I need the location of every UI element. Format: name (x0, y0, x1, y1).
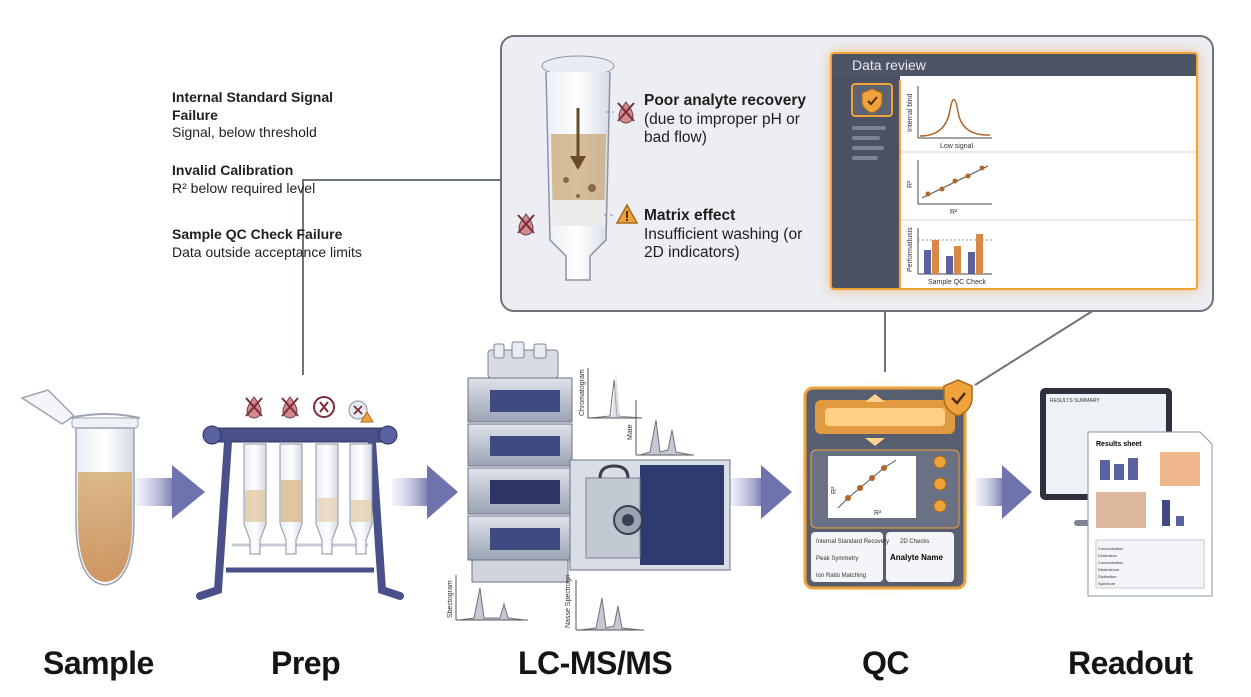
stage-label-readout: Readout (1068, 645, 1193, 681)
qc-callout-connector-b (974, 299, 1111, 386)
chromatogram-cards (455, 368, 694, 631)
stage-label-sample: Sample (43, 645, 154, 681)
issue-detail: Insufficient washing (or 2D indicators) (644, 225, 803, 262)
no-ph-icon (281, 396, 299, 419)
arrow-lcms-qc (728, 465, 792, 519)
spe-rack (196, 396, 404, 600)
issue-detail: (due to improper pH or bad flow) (644, 110, 800, 147)
stage-label-qc: QC (862, 645, 910, 681)
no-ph-icon (245, 396, 263, 419)
warning-icon (348, 400, 374, 423)
review-item-title: Invalid Calibration (172, 162, 294, 178)
qc-device (795, 378, 975, 598)
chromatogram-top-a (587, 368, 642, 419)
review-item-sample-qc: Sample QC Check Failure Data outside acc… (172, 226, 366, 261)
review-item-title: Sample QC Check Failure (172, 226, 343, 242)
shield-check-icon (943, 379, 973, 417)
lcms-instrument (467, 341, 731, 583)
data-review-sidebar (832, 76, 900, 288)
prep-callout-connector (302, 179, 502, 375)
data-review-title: Data review (832, 54, 1196, 76)
data-review-panel: Data review (830, 52, 1198, 290)
review-item-detail: R² below required level (172, 179, 316, 196)
chromatogram-bottom-b (575, 580, 644, 631)
sample-tube (20, 389, 141, 586)
chromatogram-bottom-a (455, 575, 528, 621)
readout-station (1040, 388, 1213, 597)
issue-title: Matrix effect (644, 207, 736, 224)
chromatogram-top-b (635, 400, 694, 456)
review-item-title: Internal Standard Signal Failure (172, 89, 334, 123)
issue-matrix-effect: Matrix effect Insufficient washing (or 2… (644, 207, 814, 263)
arrow-prep-lcms (392, 465, 458, 519)
flow-restricted-icon (313, 396, 335, 418)
arrow-qc-readout (975, 465, 1032, 519)
stage-label-prep: Prep (271, 645, 341, 681)
review-item-detail: Signal, below threshold (172, 124, 317, 140)
flow-arrows (135, 465, 1032, 519)
issue-poor-recovery: Poor analyte recovery (due to improper p… (644, 92, 814, 148)
issue-title: Poor analyte recovery (644, 92, 806, 109)
results-sheet (1087, 431, 1213, 597)
review-item-calibration: Invalid Calibration R² below required le… (172, 162, 366, 197)
connector-lines (302, 179, 1111, 386)
review-item-internal-standard: Internal Standard Signal Failure Signal,… (172, 89, 366, 142)
spe-cartridges (243, 443, 373, 555)
stage-label-lcms: LC-MS/MS (518, 645, 673, 681)
check-badge-icon (933, 455, 947, 513)
arrow-sample-prep (135, 465, 205, 519)
review-item-detail: Data outside acceptance limits (172, 243, 362, 260)
